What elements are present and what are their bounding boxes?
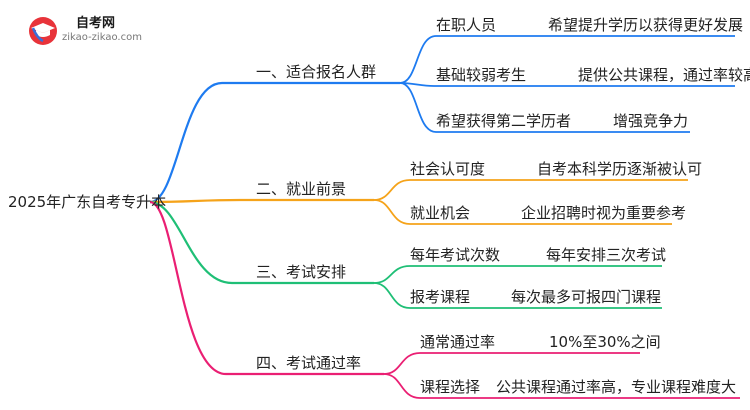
b2-item-1-value: 自考本科学历逐渐被认可	[537, 160, 703, 178]
b4-item-2-key: 课程选择	[420, 378, 481, 396]
b2-item-1-key: 社会认可度	[410, 160, 486, 178]
b2-item-2-value: 企业招聘时视为重要参考	[521, 204, 687, 222]
connector-b1-item-3	[399, 82, 690, 133]
connector-b3-item-1	[373, 265, 662, 284]
graduation-cap-icon	[29, 17, 57, 45]
b1-item-3-key: 希望获得第二学历者	[436, 112, 572, 130]
connector-b3-item-2	[373, 282, 662, 309]
b3-item-1-value: 每年安排三次考试	[546, 246, 667, 264]
b4-item-2-value: 公共课程通过率高，专业课程难度大	[496, 378, 737, 396]
connector-b2-item-2	[373, 199, 672, 225]
b1-item-3-value: 增强竞争力	[613, 112, 689, 130]
b1-item-2-key: 基础较弱考生	[436, 66, 527, 84]
branch-2-label: 二、就业前景	[256, 180, 347, 198]
b2-item-2-key: 就业机会	[410, 204, 471, 222]
b3-item-2-key: 报考课程	[410, 288, 471, 306]
connector-b1-item-1	[399, 35, 735, 84]
b4-item-1-key: 通常通过率	[420, 333, 496, 351]
branch-4-label: 四、考试通过率	[256, 354, 362, 372]
connector-root-branch-1	[149, 81, 400, 204]
logo-url: zikao-zikao.com	[62, 32, 142, 43]
branch-3-label: 三、考试安排	[256, 263, 347, 281]
b3-item-1-key: 每年考试次数	[410, 246, 501, 264]
connector-root-branch-2	[149, 198, 374, 204]
connector-root-branch-4	[149, 200, 384, 376]
b3-item-2-value: 每次最多可报四门课程	[511, 288, 662, 306]
b4-item-1-value: 10%至30%之间	[549, 333, 661, 351]
connector-b4-item-1	[383, 352, 640, 375]
b1-item-2-value: 提供公共课程，通过率较高	[578, 66, 750, 84]
root-node: 2025年广东自考专升本	[8, 193, 167, 211]
connector-root-branch-3	[149, 200, 374, 285]
connector-b2-item-1	[373, 179, 688, 201]
connector-b4-item-2	[383, 373, 740, 399]
branch-1-label: 一、适合报名人群	[256, 63, 377, 81]
b1-item-1-value: 希望提升学历以获得更好发展	[548, 16, 744, 34]
logo-name: 自考网	[76, 16, 116, 31]
b1-item-1-key: 在职人员	[436, 16, 497, 34]
site-logo: 自考网 zikao-zikao.com	[18, 10, 168, 50]
